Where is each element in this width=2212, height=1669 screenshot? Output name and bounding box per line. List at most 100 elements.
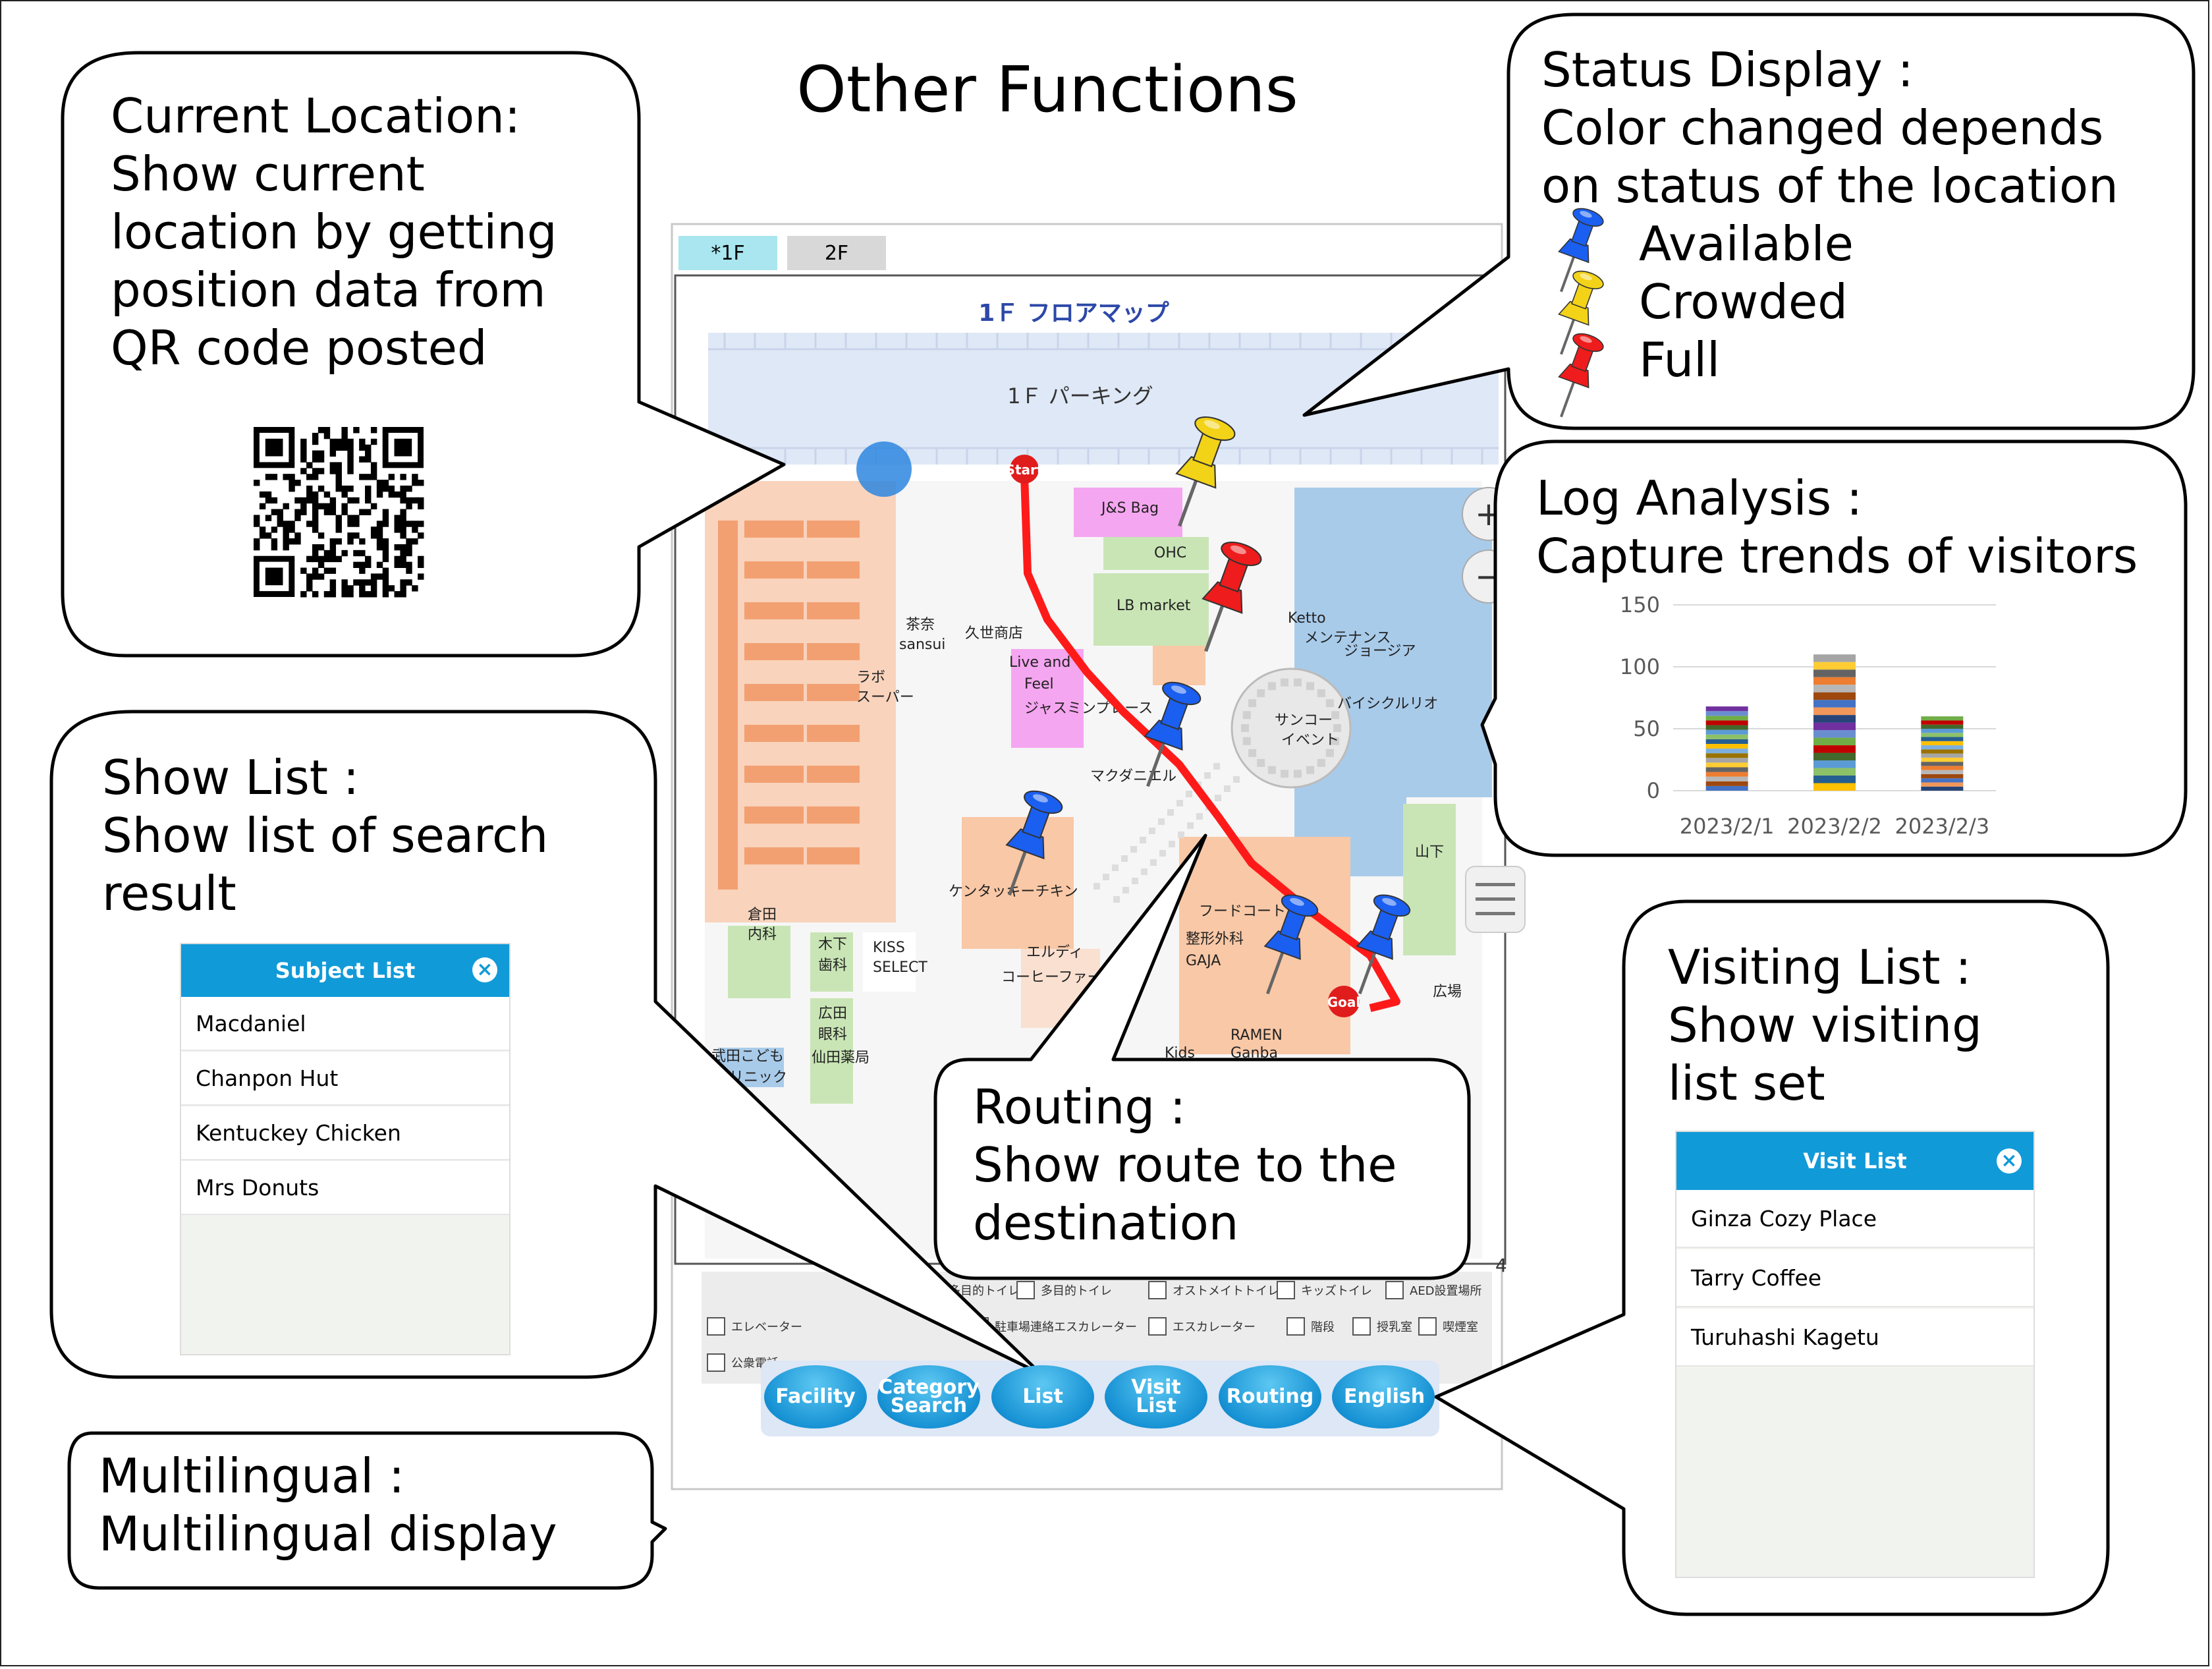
status-pins — [1005, 416, 1411, 995]
svg-text:駐車場連絡エスカレーター: 駐車場連絡エスカレーター — [995, 1320, 1137, 1334]
status-display-text: Status Display : Color changed depends o… — [1541, 42, 2118, 213]
store-label: 眼科 — [818, 1027, 847, 1043]
store-label: 久世商店 — [965, 625, 1023, 642]
multilingual-text: Multilingual : Multilingual display — [99, 1448, 557, 1562]
floor-map-screenshot: 1Ｆ フロアマップ 1Ｆ パーキング — [671, 223, 1526, 1490]
bar-segment — [1705, 720, 1748, 725]
store-label: 武田こども — [711, 1048, 784, 1065]
goal-marker: Goal — [1327, 986, 1361, 1017]
svg-text:エスカレーター: エスカレーター — [1173, 1320, 1256, 1334]
list-item[interactable]: Ginza Cozy Place — [1676, 1190, 2033, 1248]
close-icon[interactable]: × — [1997, 1148, 2022, 1174]
english-button[interactable]: English — [1332, 1365, 1435, 1429]
bar-segment — [1705, 749, 1748, 754]
map-pin-icon — [1005, 790, 1063, 896]
map-pin-icon — [1558, 270, 1604, 355]
visit-list-panel: Visit List × Ginza Cozy Place Tarry Coff… — [1676, 1132, 2033, 1577]
routing-text: Routing : Show route to the destination — [973, 1079, 1397, 1251]
menu-icon[interactable] — [1465, 866, 1526, 933]
list-button[interactable]: List — [991, 1365, 1094, 1429]
log-analysis-text: Log Analysis : Capture trends of visitor… — [1536, 470, 2138, 584]
bar-segment — [1813, 776, 1856, 783]
store-label: 倉田 — [748, 907, 777, 923]
bar-segment — [1921, 766, 1964, 770]
map-pin-icon — [1175, 416, 1236, 527]
svg-text:多目的トイレ: 多目的トイレ — [949, 1284, 1020, 1298]
list-item[interactable]: Mrs Donuts — [181, 1161, 509, 1215]
current-location-dot — [856, 441, 912, 497]
tab-1f[interactable] — [678, 236, 777, 270]
facility-button[interactable]: Facility — [764, 1365, 867, 1429]
store-label: 木下 — [818, 936, 847, 953]
store-label: Ketto — [1288, 610, 1326, 627]
bar-segment — [1813, 760, 1856, 768]
store-label: 茶奈 — [906, 617, 935, 633]
store-label: フードコート — [1199, 903, 1286, 920]
tab-1f-label[interactable]: *1F — [711, 241, 745, 265]
bubble-status-display — [1302, 13, 2196, 430]
bar-segment — [1813, 692, 1856, 700]
routing-button[interactable]: Routing — [1219, 1365, 1321, 1429]
bar-segment — [1921, 774, 1964, 779]
subject-list-header: Subject List × — [181, 944, 509, 997]
bar-segment — [1813, 654, 1856, 662]
bar-segment — [1813, 737, 1856, 746]
tab-2f[interactable] — [787, 236, 886, 270]
status-item-full: Full — [1639, 332, 1721, 387]
store-label: エルディ — [1026, 944, 1083, 961]
store-label: サンコー — [1275, 712, 1333, 729]
list-item[interactable]: Chanpon Hut — [181, 1052, 509, 1106]
list-item[interactable]: Tarry Coffee — [1676, 1249, 2033, 1307]
bar-segment — [1813, 700, 1856, 708]
qr-code-icon — [254, 427, 424, 598]
legend-item: AED設置場所 — [1385, 1281, 1482, 1299]
legend-item: エレベーター — [707, 1317, 802, 1336]
legend-item: 授乳室 — [1352, 1317, 1412, 1336]
visit-list-button[interactable]: Visit List — [1105, 1365, 1207, 1429]
bar-segment — [1921, 786, 1964, 791]
svg-text:Goal: Goal — [1327, 994, 1361, 1010]
bar-segment — [1705, 762, 1748, 768]
store-label: ジョージア — [1344, 643, 1416, 660]
store-label: スーパー — [856, 689, 914, 706]
bar-segment — [1705, 739, 1748, 744]
bar-segment — [1813, 768, 1856, 776]
parking-label: 1Ｆ パーキング — [1007, 383, 1153, 409]
tab-2f-label[interactable]: 2F — [824, 241, 849, 265]
map-pin-icon — [1558, 208, 1604, 293]
bar-segment — [1705, 776, 1748, 781]
store-label: マクダニエル — [1090, 768, 1176, 785]
svg-text:エレベーター: エレベーター — [731, 1320, 802, 1334]
visit-list-title: Visit List — [1803, 1148, 1907, 1174]
list-item[interactable]: Turuhashi Kagetu — [1676, 1309, 2033, 1367]
store-label: メンテナンス — [1304, 630, 1391, 646]
store-label: 広田 — [818, 1005, 847, 1022]
bar-segment — [1705, 758, 1748, 763]
start-marker: Start — [1006, 455, 1043, 484]
page-title: Other Functions — [796, 53, 1298, 127]
bar-segment — [1921, 757, 1964, 762]
bubble-log-analysis — [1480, 439, 2188, 857]
bar-segment — [1813, 783, 1856, 791]
bar-segment — [1813, 662, 1856, 670]
bar-segment — [1705, 743, 1748, 749]
legend-item: オストメイトトイレ — [1148, 1281, 1279, 1299]
close-icon[interactable]: × — [472, 957, 497, 982]
status-item-available: Available — [1639, 216, 1854, 271]
bar-segment — [1921, 749, 1964, 754]
legend-item: 多目的トイレ — [1016, 1281, 1112, 1299]
list-item[interactable]: Macdaniel — [181, 997, 509, 1051]
bar-segment — [1705, 711, 1748, 716]
category-search-button[interactable]: Category Search — [877, 1365, 980, 1429]
bubble-routing — [933, 834, 1471, 1280]
svg-text:Start: Start — [1006, 462, 1043, 478]
list-item[interactable]: Kentuckey Chicken — [181, 1106, 509, 1160]
map-pin-icon — [1263, 894, 1319, 995]
y-tick-label: 100 — [1620, 654, 1660, 679]
bar-segment — [1921, 782, 1964, 787]
bar-segment — [1705, 785, 1748, 791]
store-label: 山下 — [1415, 844, 1444, 861]
visit-list-header: Visit List × — [1676, 1132, 2033, 1190]
bar-segment — [1705, 753, 1748, 758]
